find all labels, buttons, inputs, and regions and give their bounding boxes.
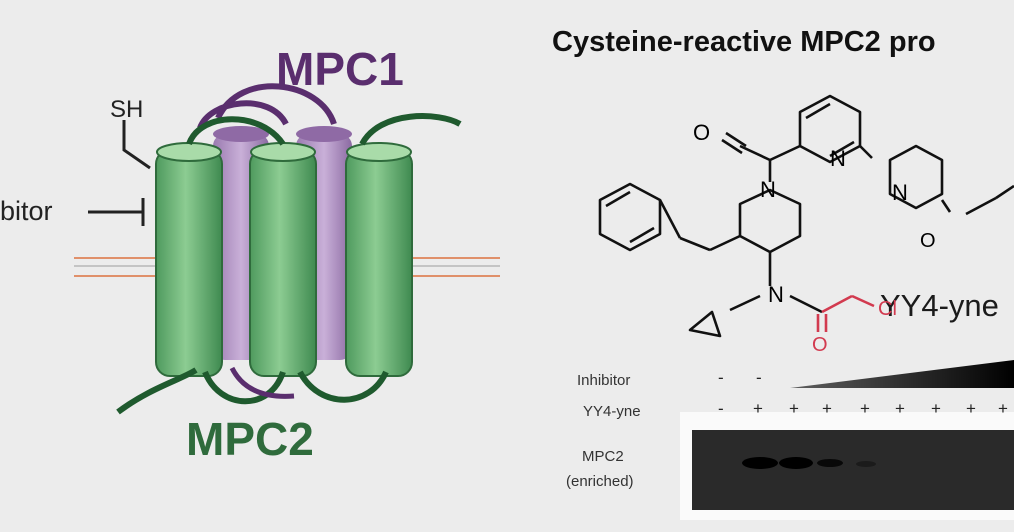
chlorine-atom: Cl (878, 298, 897, 320)
blot-membrane (692, 430, 1014, 510)
amide-nitrogen: N (768, 282, 784, 307)
probe-mark: + (895, 399, 905, 418)
panel-title: Cysteine-reactive MPC2 pro (552, 26, 936, 58)
mpc1-label: MPC1 (276, 43, 404, 95)
inhibitor-mark: - (756, 368, 762, 387)
probe-mark: + (822, 399, 832, 418)
carbonyl-oxygen-1: O (693, 120, 711, 145)
blot-target-sublabel: (enriched) (566, 473, 634, 490)
blot-row-probe: YY4-yne (583, 403, 641, 420)
carbonyl-oxygen-2: O (920, 230, 936, 252)
probe-mark: + (966, 399, 976, 418)
sh-label: SH (110, 96, 144, 123)
probe-mark: - (718, 399, 724, 418)
membrane-lines (74, 257, 500, 277)
inhibitor-label: ibitor (0, 196, 53, 226)
piperidine-nitrogen: N (760, 177, 776, 202)
chloroacetamide-warhead (816, 294, 875, 332)
blot-bands (742, 457, 876, 469)
chemical-structure (598, 94, 1014, 338)
mpc2-helices (116, 113, 462, 415)
piperazine-nitrogen-2: N (892, 180, 908, 205)
mpc2-label: MPC2 (186, 413, 314, 465)
probe-mark: + (931, 399, 941, 418)
probe-mark: + (998, 399, 1008, 418)
blot-target-label: MPC2 (582, 448, 624, 465)
probe-mark: + (789, 399, 799, 418)
inhibitor-arrow (88, 198, 145, 226)
piperazine-nitrogen-1: N (830, 146, 846, 171)
inhibitor-wedge (790, 360, 1014, 388)
blot-row-inhibitor: Inhibitor (577, 372, 631, 389)
inhibitor-mark: - (718, 368, 724, 387)
probe-mark: + (753, 399, 763, 418)
sh-linker (122, 120, 151, 170)
probe-mark: + (860, 399, 870, 418)
carbonyl-oxygen-3: O (812, 334, 828, 356)
compound-name: YY4-yne (880, 288, 999, 323)
